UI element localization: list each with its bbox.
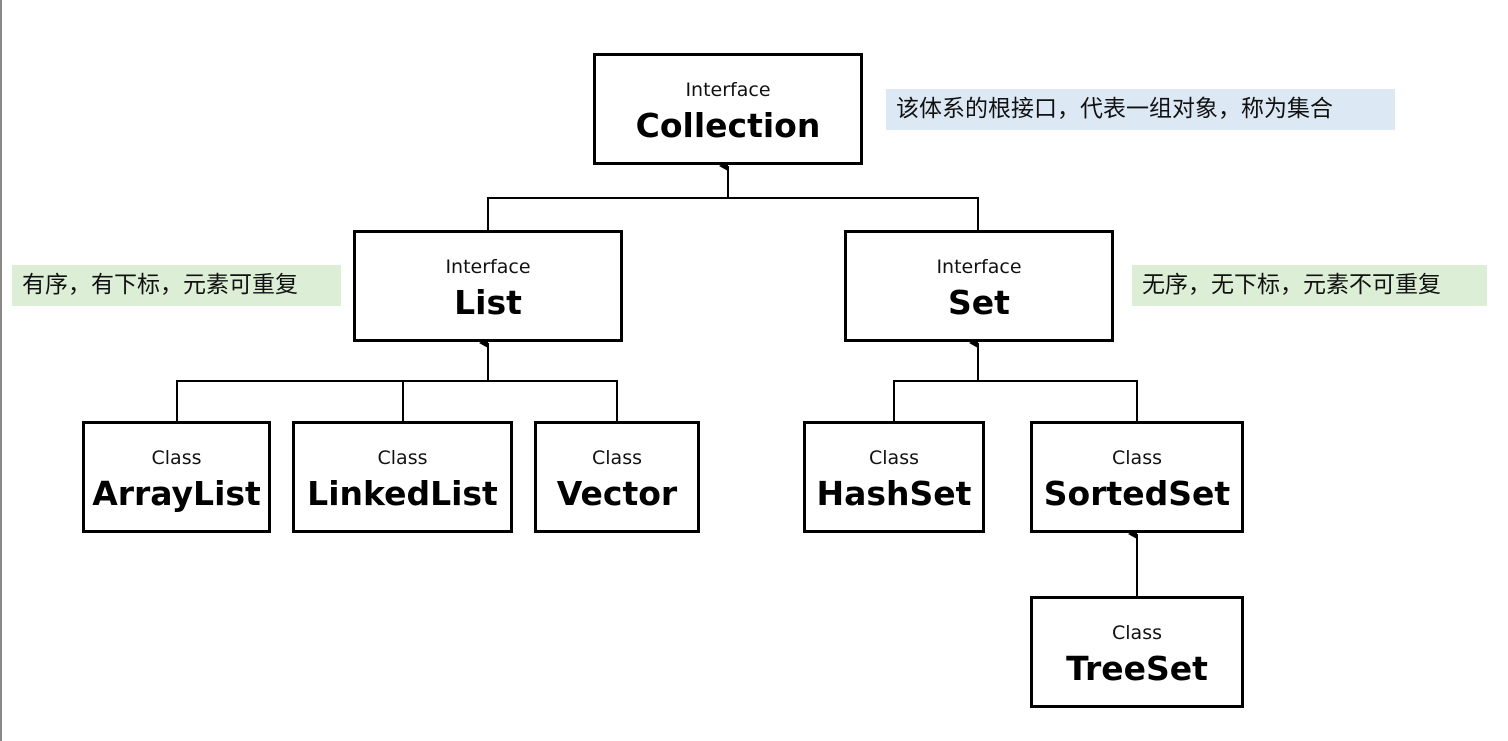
node-linkedlist: Class LinkedList [292, 421, 513, 533]
edge-collection-children [487, 197, 979, 230]
node-name-label: ArrayList [92, 474, 261, 513]
edge-set-children [893, 380, 1138, 421]
node-kind-label: Class [592, 447, 642, 469]
node-set: Interface Set [844, 230, 1114, 342]
node-kind-label: Interface [685, 79, 771, 101]
note-set: 无序，无下标，元素不可重复 [1132, 265, 1487, 306]
node-kind-label: Class [377, 447, 428, 469]
node-name-label: Set [948, 283, 1010, 322]
node-list: Interface List [353, 230, 623, 342]
node-collection: Interface Collection [593, 53, 863, 165]
node-name-label: List [454, 283, 522, 322]
note-collection: 该体系的根接口，代表一组对象，称为集合 [886, 89, 1395, 130]
node-name-label: SortedSet [1043, 474, 1231, 513]
node-arraylist: Class ArrayList [82, 421, 271, 533]
node-kind-label: Class [151, 447, 202, 469]
edge-list-children [176, 380, 618, 421]
node-name-label: Collection [635, 106, 821, 145]
node-name-label: Vector [556, 474, 678, 513]
node-kind-label: Class [1112, 447, 1162, 469]
node-name-label: TreeSet [1066, 649, 1208, 688]
node-kind-label: Interface [445, 256, 531, 278]
node-hashset: Class HashSet [803, 421, 985, 533]
node-sortedset: Class SortedSet [1030, 421, 1244, 533]
node-kind-label: Interface [936, 256, 1022, 278]
node-treeset: Class TreeSet [1030, 596, 1244, 708]
node-kind-label: Class [869, 447, 919, 469]
note-list: 有序，有下标，元素可重复 [12, 265, 341, 306]
node-name-label: LinkedList [307, 474, 498, 513]
node-name-label: HashSet [816, 474, 972, 513]
left-border [0, 0, 2, 741]
node-kind-label: Class [1112, 622, 1162, 644]
node-vector: Class Vector [534, 421, 700, 533]
